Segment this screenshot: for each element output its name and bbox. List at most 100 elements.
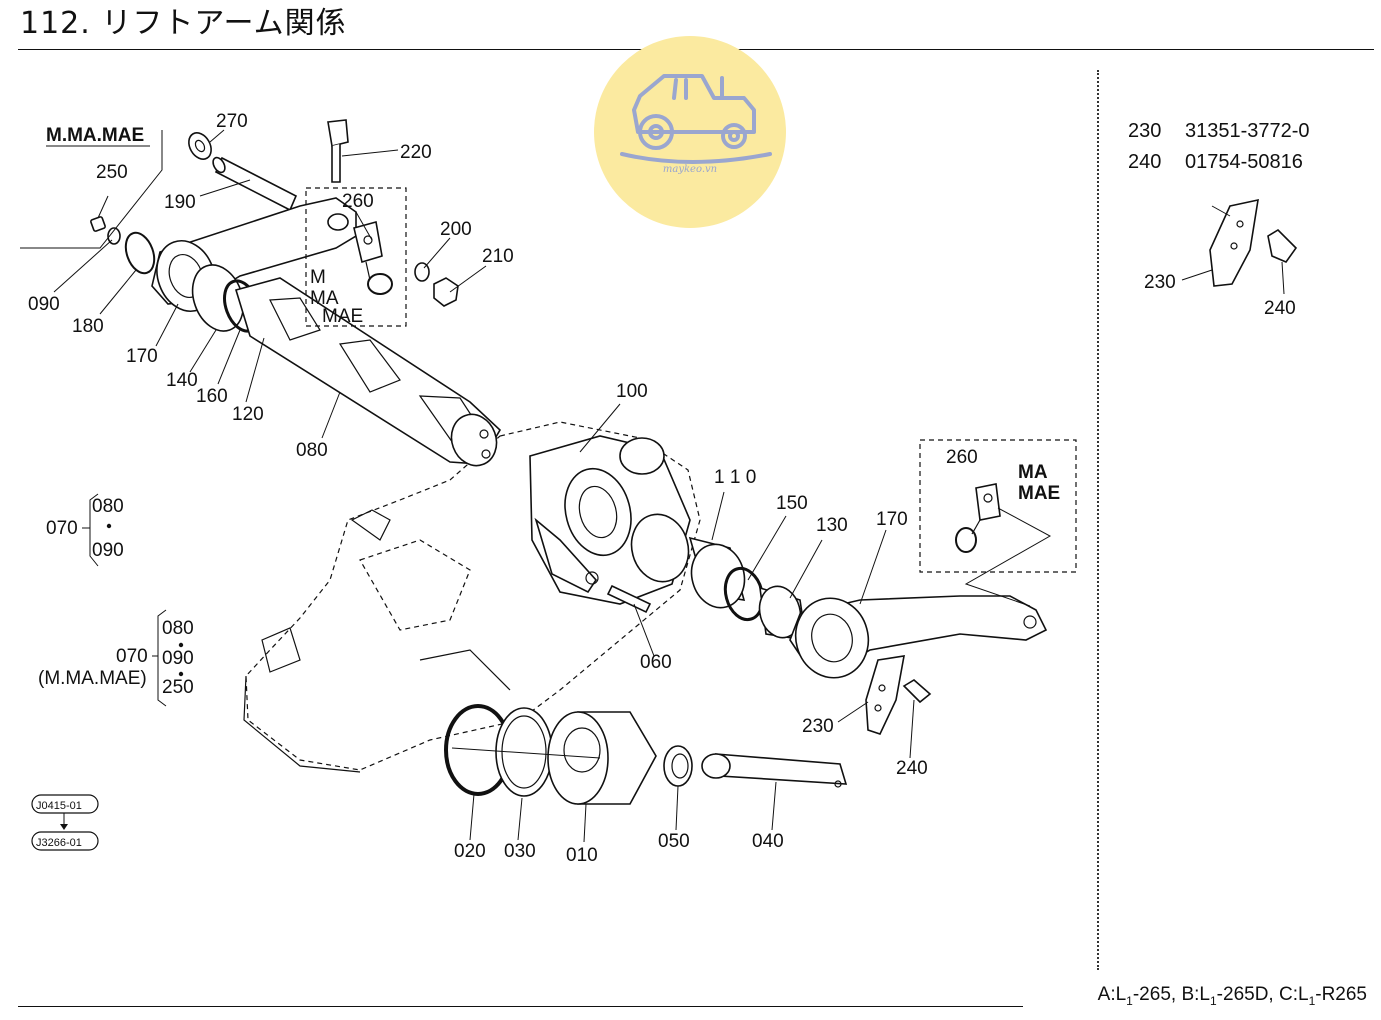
callout-labels: 270 220 250 260 190 200 210 090 180 170 … — [28, 111, 1296, 866]
pin-060 — [606, 584, 652, 614]
callout-040: 040 — [752, 831, 784, 852]
part-no: 240 — [1128, 151, 1162, 173]
set-item: 080 — [162, 618, 194, 639]
bushing-110 — [688, 536, 746, 609]
variant-ma-right: MA — [1018, 462, 1048, 483]
backup-ring-030 — [495, 707, 553, 797]
bolt-240-inset — [1267, 228, 1298, 263]
set-item: 080 — [92, 496, 124, 517]
set-070-group-2: 070 (M.MA.MAE) 080 090 250 — [38, 609, 194, 707]
callout-150: 150 — [776, 493, 808, 514]
part-number: 01754-50816 — [1185, 151, 1303, 173]
rod-040 — [701, 753, 848, 788]
seal-050 — [663, 745, 693, 787]
callout-020: 020 — [454, 841, 486, 862]
variant-labels: M.MA.MAE M MA MAE MA MAE — [46, 125, 1060, 504]
model-b-prefix: B:L — [1181, 984, 1210, 1005]
part-no: 230 — [1128, 120, 1162, 142]
snap-ring-180 — [124, 231, 156, 275]
section-divider — [1097, 70, 1099, 970]
callout-060: 060 — [640, 652, 672, 673]
pin-190 — [214, 156, 298, 212]
callout-170-right: 170 — [876, 509, 908, 530]
callout-010: 010 — [566, 845, 598, 866]
callout-210: 210 — [482, 246, 514, 267]
leader-lines — [53, 129, 1285, 843]
footer-rule — [18, 1006, 1023, 1007]
set-070-group-1: 070 080 090 — [46, 493, 124, 567]
lift-shaft-080 — [234, 277, 502, 467]
variant-mae: MAE — [322, 306, 363, 327]
callout-130: 130 — [816, 515, 848, 536]
callout-250: 250 — [96, 162, 128, 183]
bracket-230-right — [865, 655, 905, 735]
callout-080: 080 — [296, 440, 328, 461]
callout-260-right: 260 — [946, 447, 978, 468]
model-c-suffix: -R265 — [1315, 984, 1367, 1005]
set-code: 070 — [46, 518, 78, 539]
model-c-sub: 1 — [1308, 993, 1316, 1008]
callout-030: 030 — [504, 841, 536, 862]
variant-box-ma-mae — [919, 439, 1077, 573]
watermark-text: maykeo.vn — [662, 164, 718, 175]
variant-mae-right: MAE — [1018, 483, 1060, 504]
set-item: 250 — [162, 677, 194, 698]
washer-200 — [414, 262, 430, 282]
callout-110: 1 1 0 — [714, 467, 756, 488]
model-a-sub: 1 — [1126, 993, 1133, 1008]
page-title: 112. リフトアーム関係 — [20, 6, 347, 41]
lift-arm-170-right — [789, 595, 1048, 679]
callout-180: 180 — [72, 316, 104, 337]
tractor-icon — [620, 74, 772, 164]
cylinder-case-100 — [529, 435, 691, 605]
nut-210 — [433, 277, 459, 307]
ref-j3266: J3266-01 — [36, 837, 82, 849]
callout-240-right: 240 — [896, 758, 928, 779]
model-c-prefix: C:L — [1278, 984, 1309, 1005]
piston-010 — [547, 711, 657, 805]
housing-outline — [243, 421, 701, 773]
callout-220: 220 — [400, 142, 432, 163]
model-a-prefix: A:L — [1097, 984, 1127, 1005]
callout-160: 160 — [196, 386, 228, 407]
set-item: 090 — [162, 648, 194, 669]
parts-table-row: 240 01754-50816 — [1128, 147, 1310, 178]
clip-pin-220 — [327, 119, 349, 183]
callout-140: 140 — [166, 370, 198, 391]
washer-270 — [188, 132, 212, 160]
plate-260 — [353, 220, 393, 295]
washer-090 — [107, 227, 121, 245]
variant-ma: MA — [310, 288, 339, 309]
callout-090: 090 — [28, 294, 60, 315]
reference-links: J0415-01 J3266-01 — [31, 794, 99, 851]
callout-190: 190 — [164, 192, 196, 213]
bracket-230-inset — [1209, 198, 1259, 287]
lift-shaft-assembly — [20, 119, 502, 467]
callout-260: 260 — [342, 191, 374, 212]
set-code: 070 — [116, 646, 148, 667]
plate-260-right — [955, 483, 1001, 553]
callout-120: 120 — [232, 404, 264, 425]
model-a-suffix: -265, — [1132, 984, 1182, 1005]
model-b-sub: 1 — [1209, 993, 1217, 1008]
callout-270: 270 — [216, 111, 248, 132]
part-number: 31351-3772-0 — [1185, 120, 1310, 142]
watermark-logo: maykeo.vn — [594, 36, 786, 228]
callout-230-inset: 230 — [1144, 272, 1176, 293]
callout-200: 200 — [440, 219, 472, 240]
callout-100: 100 — [616, 381, 648, 402]
parts-table-row: 230 31351-3772-0 — [1128, 116, 1310, 147]
variant-header-mmamae: M.MA.MAE — [46, 125, 144, 146]
model-b-suffix: -265D, — [1216, 984, 1279, 1005]
variant-m: M — [310, 267, 326, 288]
ref-j0415: J0415-01 — [36, 800, 82, 812]
set-item: 090 — [92, 540, 124, 561]
bolt-250 — [90, 216, 106, 232]
callout-240-inset: 240 — [1264, 298, 1296, 319]
callout-050: 050 — [658, 831, 690, 852]
variant-box-m-ma-mae — [305, 187, 407, 327]
bolt-240-right — [902, 679, 932, 704]
callout-230-right: 230 — [802, 716, 834, 737]
parts-table: 230 31351-3772-0 240 01754-50816 — [1128, 116, 1310, 178]
